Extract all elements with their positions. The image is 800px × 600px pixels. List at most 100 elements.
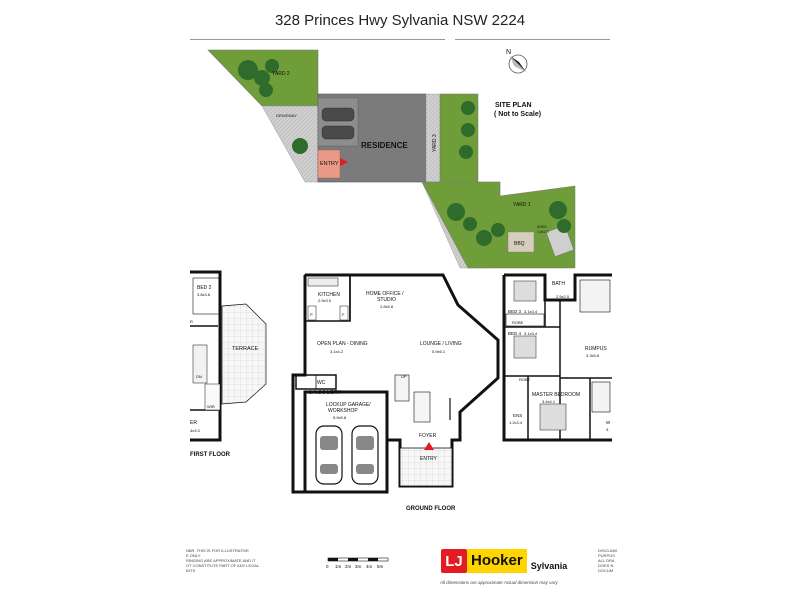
footnote-line: DOCUM — [598, 568, 614, 573]
shed-label: SHED — [537, 225, 547, 229]
left-footnote: NBR. THIS IS FOR ILLUSTRATIVE E ONLY. RI… — [186, 548, 276, 573]
bed-3-size: 3.1x3.4 — [524, 309, 538, 314]
car-icon — [351, 425, 379, 485]
footnote-line: PURPOS — [598, 553, 615, 558]
ground-floor-caption: GROUND FLOOR — [406, 506, 456, 512]
dining-label: OPEN PLAN - DINING — [317, 341, 368, 347]
scale-bar — [327, 557, 389, 562]
logo-mark: LJ — [441, 549, 467, 573]
footnote-line: DOES N — [598, 563, 614, 568]
pantry-label: P — [310, 312, 313, 317]
site-plan: N SITE PLAN ( Not to Scale) YARD 2 DRIVE… — [207, 49, 576, 269]
garage-label-2: WORKSHOP — [328, 408, 358, 414]
title-rule-left — [190, 39, 445, 40]
scale-tick-2: 2m — [345, 564, 352, 569]
terrace-label: TERRACE — [232, 346, 259, 352]
lounge-label: LOUNGE / LIVING — [420, 341, 462, 347]
stairs-up-label: UP — [401, 374, 407, 379]
ground-floor-plan — [291, 273, 500, 494]
ensuite-label: ENS — [513, 413, 522, 418]
entry-arrow-icon — [424, 442, 434, 450]
w-label: W — [606, 420, 611, 425]
disclaimer: All dimensions are approximate Actual di… — [440, 580, 558, 585]
bed-icon — [513, 280, 567, 431]
bed-3-label: BED 3 — [508, 309, 522, 314]
logo-office: Sylvania — [530, 561, 568, 571]
footnote-line: ALL DRA — [598, 558, 615, 563]
footnote-line: E ONLY. — [186, 553, 201, 558]
lounge-size: 5.9x6.1 — [432, 349, 446, 354]
kitchen-label: KITCHEN — [318, 292, 340, 298]
robe-label: R — [190, 319, 193, 324]
office-label-2: STUDIO — [377, 297, 396, 303]
scale-tick-0: 0 — [326, 564, 329, 569]
entry-label: ENTRY — [320, 161, 339, 167]
logo-wordmark: Hooker — [467, 549, 527, 573]
garage-label: LOCKUP GARAGE/ — [326, 402, 371, 408]
page-title: 328 Princes Hwy Sylvania NSW 2224 — [274, 12, 526, 29]
master-bedroom-label: MASTER BEDROOM — [532, 392, 580, 398]
lj-hooker-logo: LJ Hooker Sylvania — [441, 549, 567, 573]
bed-2-size: 3.8x3.6 — [197, 292, 211, 297]
site-plan-title: SITE PLAN — [495, 102, 532, 109]
office-size: 2.8x5.8 — [380, 304, 394, 309]
bath-size: 2.5x2.5 — [556, 294, 570, 299]
footnote-line: DISCLAIM — [598, 548, 617, 553]
bed-4-size: 3.1x3.4 — [524, 331, 538, 336]
entry-arrow-icon — [340, 158, 348, 166]
tree-icon — [238, 59, 571, 246]
rumpus-label: RUMPUS — [585, 346, 607, 352]
footnote-line: OT CONSTITUTE PART OF ANY LEGAL — [186, 563, 260, 568]
car-icon — [321, 125, 355, 140]
fridge-label: F — [342, 312, 345, 317]
shed — [545, 225, 575, 257]
right-footnote: DISCLAIM PURPOS ALL DRA DOES N DOCUM — [598, 548, 618, 573]
yard-3-label: YARD 3 — [432, 134, 438, 152]
kitchen-size: 2.9x3.0 — [318, 298, 332, 303]
scale-tick-1: 1m — [335, 564, 342, 569]
dn-label: DN — [196, 374, 202, 379]
yard-2-label: YARD 2 — [272, 71, 290, 77]
laundry-label: 1.4x3.0 L'DRY — [309, 390, 342, 396]
bed-partial-size: 4x3.3 — [190, 428, 201, 433]
bath-label: BATH — [552, 281, 565, 287]
first-floor-caption: FIRST FLOOR — [190, 452, 231, 458]
shed-size: 1.6x2.3 — [537, 230, 549, 234]
footnote-line: NBR. THIS IS FOR ILLUSTRATIVE — [186, 548, 249, 553]
car-icon — [321, 107, 355, 122]
yard-1-label: YARD 1 — [513, 202, 531, 208]
garage-size: 5.9x5.8 — [333, 415, 347, 420]
site-plan-subtitle: ( Not to Scale) — [494, 111, 541, 118]
office-label: HOME OFFICE / — [366, 291, 404, 297]
title-rule-right — [455, 39, 610, 40]
compass-label: N — [506, 49, 511, 56]
bed-2-label: BED 2 — [197, 285, 212, 291]
entry-label: ENTRY — [420, 456, 438, 462]
w-size: 3. — [606, 427, 609, 432]
bbq-pad — [507, 231, 535, 253]
scale-tick-3: 3m — [355, 564, 362, 569]
upper-floor-plan — [502, 273, 612, 442]
scale-tick-4: 4m — [366, 564, 373, 569]
dining-size: 3.1x4.2 — [330, 349, 344, 354]
bbq-label: BBQ — [514, 241, 525, 247]
scale-tick-5: 5m — [377, 564, 384, 569]
footnote-line: INTS. — [186, 568, 197, 573]
compass-icon — [508, 54, 528, 74]
robe-label: ROBE — [512, 320, 524, 325]
rumpus-size: 3.3x5.6 — [586, 353, 600, 358]
car-icon — [315, 425, 343, 485]
robe-2-label: ROBE — [519, 377, 531, 382]
residence-label: RESIDENCE — [361, 141, 408, 150]
ensuite-size: 1.2x3.4 — [509, 420, 523, 425]
foyer-label: FOYER — [419, 433, 437, 439]
first-floor-plan — [190, 270, 267, 442]
bed-4-label: BED 4 — [508, 331, 522, 336]
driveway-label: DRIVEWAY — [276, 113, 297, 118]
wir-label: WIR — [207, 404, 215, 409]
master-bedroom-size: 3.4x4.1 — [542, 399, 556, 404]
wc-label: WC — [317, 380, 326, 386]
footnote-line: RINGING ARE APPROXIMATE AND IT — [186, 558, 256, 563]
bed-partial-label: ER — [190, 420, 197, 426]
